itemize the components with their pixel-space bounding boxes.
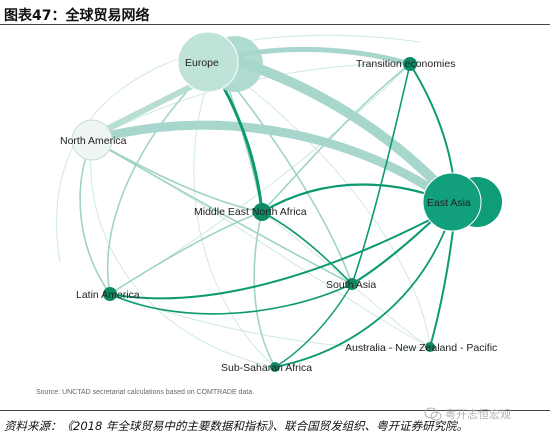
watermark-text: 粤开志恒宏观 xyxy=(445,408,511,421)
wechat-icon xyxy=(424,407,442,421)
link-na-east-asia xyxy=(87,120,455,207)
link-outer-arc xyxy=(56,34,421,263)
node-east-asia xyxy=(422,172,502,232)
figure-title: 图表47：全球贸易网络 xyxy=(4,8,150,24)
node-north-america xyxy=(71,119,113,161)
link-na-south-asia xyxy=(91,139,353,285)
footer-rule xyxy=(0,410,550,411)
label-anz: Australia - New Zealand - Pacific xyxy=(345,342,497,354)
label-south-asia: South Asia xyxy=(326,279,376,291)
node-south-asia xyxy=(346,278,358,290)
label-east-asia: East Asia xyxy=(427,197,471,209)
link-east-asia-latam xyxy=(109,211,446,300)
link-east-asia-anz xyxy=(429,211,456,348)
link-south-asia-latam xyxy=(109,283,353,315)
link-europe-anz xyxy=(214,61,431,348)
label-transition: Transition economies xyxy=(356,58,455,70)
trade-network-diagram: Europe Transition economies North Americ… xyxy=(56,31,502,374)
link-europe-ssa xyxy=(193,61,276,368)
node-latin-america xyxy=(103,287,117,301)
link-latam-anz xyxy=(109,293,431,349)
title-rule xyxy=(0,24,550,25)
watermark: 粤开志恒宏观 xyxy=(424,406,511,422)
link-na-ssa xyxy=(90,139,276,368)
label-latin-america: Latin America xyxy=(76,289,140,301)
label-ssa: Sub-Saharan Africa xyxy=(221,362,312,374)
node-anz xyxy=(425,342,435,352)
label-mena: Middle East North Africa xyxy=(194,206,307,218)
node-ssa xyxy=(270,362,280,372)
link-transition-south-asia xyxy=(351,63,411,285)
link-na-latam xyxy=(79,139,111,295)
node-mena xyxy=(253,203,271,221)
link-mena-anz xyxy=(261,211,431,348)
link-europe-south-asia xyxy=(214,61,353,285)
link-mena-south-asia xyxy=(261,211,353,285)
node-europe xyxy=(177,31,263,93)
node-transition xyxy=(403,57,417,71)
link-south-asia-ssa xyxy=(274,283,353,368)
link-europe-latam xyxy=(106,76,201,295)
label-north-america: North America xyxy=(60,135,127,147)
link-transition-latam xyxy=(109,63,411,295)
label-europe: Europe xyxy=(185,57,219,69)
source-note: Source: UNCTAD secretariat calculations … xyxy=(36,389,255,396)
source-footer: 资料来源：《2018 年全球贸易中的主要数据和指标》、联合国贸发组织、粤开证券研… xyxy=(4,419,469,433)
link-na-mena xyxy=(91,139,263,213)
link-ssa-mena xyxy=(253,211,276,368)
link-latam-mena xyxy=(109,211,263,295)
link-east-asia-ssa xyxy=(274,216,451,368)
